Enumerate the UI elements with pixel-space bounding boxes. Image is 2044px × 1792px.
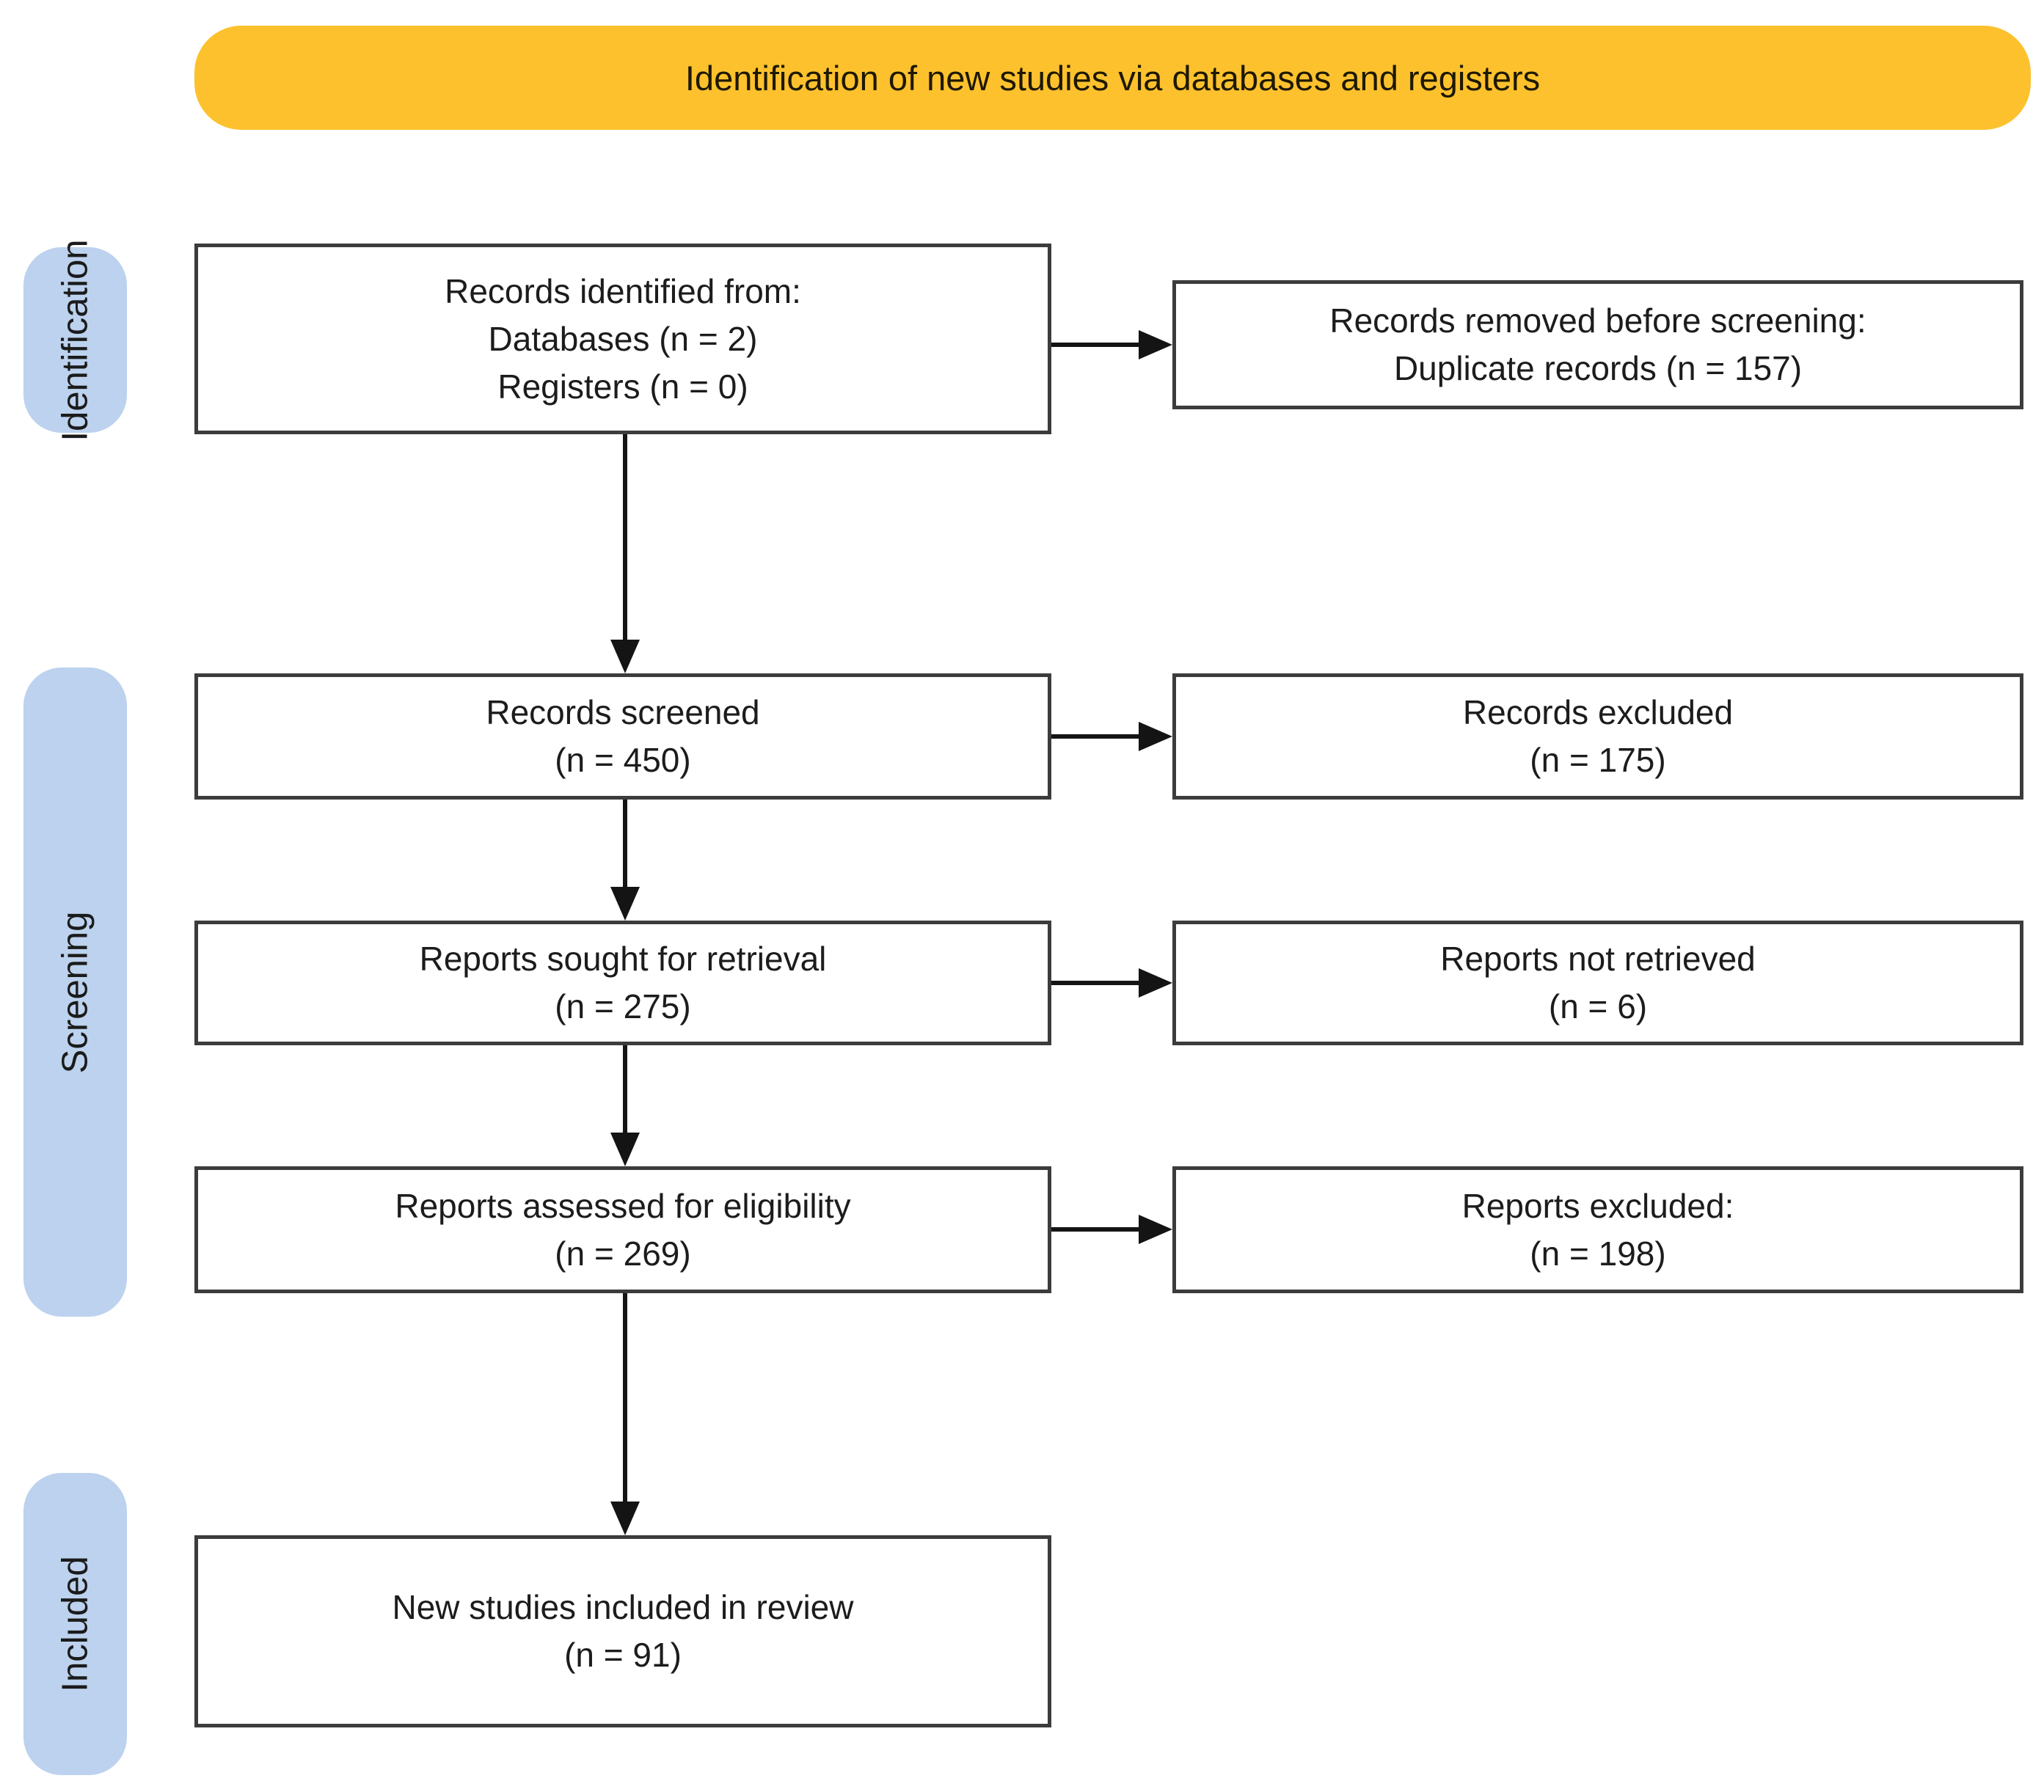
- box-text-line: Reports not retrieved: [1440, 940, 1756, 978]
- arrow-down-identified-to-screened: [609, 434, 641, 673]
- arrow-line: [1051, 343, 1140, 347]
- arrow-line: [1051, 1227, 1140, 1232]
- box-text-line: Registers (n = 0): [497, 367, 748, 406]
- arrow-head-down-icon: [610, 887, 640, 921]
- box-records-excluded: Records excluded (n = 175): [1172, 673, 2023, 800]
- box-text-line: Databases (n = 2): [488, 319, 758, 358]
- stage-pill-screening: Screening: [23, 668, 127, 1317]
- arrow-head-down-icon: [610, 1133, 640, 1166]
- arrow-down-screened-to-sought: [609, 800, 641, 921]
- arrow-line: [1051, 981, 1140, 985]
- arrow-head-right-icon: [1139, 968, 1172, 998]
- arrow-line: [623, 1045, 627, 1134]
- box-text-line: (n = 269): [555, 1234, 691, 1273]
- box-text-line: (n = 175): [1530, 741, 1666, 779]
- stage-pill-included: Included: [23, 1473, 127, 1775]
- box-text-line: Duplicate records (n = 157): [1393, 349, 1803, 387]
- box-text-line: Records excluded: [1462, 693, 1734, 731]
- box-text-line: Records removed before screening:: [1329, 301, 1866, 340]
- arrow-head-right-icon: [1139, 722, 1172, 751]
- arrow-line: [623, 800, 627, 888]
- arrow-line: [623, 434, 627, 641]
- box-reports-not-retrieved: Reports not retrieved (n = 6): [1172, 921, 2023, 1045]
- banner-title: Identification of new studies via databa…: [685, 58, 1541, 98]
- stage-label-identification: Identification: [55, 238, 95, 442]
- arrow-right-assessed-to-reports-excluded: [1051, 1213, 1172, 1246]
- box-text-line: Records screened: [486, 693, 760, 731]
- box-text-line: Reports sought for retrieval: [419, 940, 827, 978]
- box-text-line: (n = 6): [1548, 987, 1648, 1025]
- arrow-right-sought-to-not-retrieved: [1051, 967, 1172, 999]
- box-records-screened: Records screened (n = 450): [194, 673, 1051, 800]
- box-records-identified: Records identified from: Databases (n = …: [194, 244, 1051, 434]
- arrow-head-down-icon: [610, 1502, 640, 1535]
- arrow-down-assessed-to-included: [609, 1293, 641, 1535]
- box-reports-assessed: Reports assessed for eligibility (n = 26…: [194, 1166, 1051, 1293]
- box-text-line: New studies included in review: [392, 1588, 854, 1626]
- box-text-line: Reports excluded:: [1461, 1186, 1734, 1225]
- box-reports-sought: Reports sought for retrieval (n = 275): [194, 921, 1051, 1045]
- arrow-head-right-icon: [1139, 330, 1172, 359]
- arrow-right-screened-to-excluded: [1051, 720, 1172, 753]
- box-text-line: (n = 275): [555, 987, 691, 1025]
- arrow-line: [623, 1293, 627, 1503]
- arrow-head-down-icon: [610, 640, 640, 673]
- box-text-line: (n = 450): [555, 741, 691, 779]
- box-new-studies-included: New studies included in review (n = 91): [194, 1535, 1051, 1727]
- box-text-line: Records identified from:: [445, 271, 801, 310]
- box-text-line: Reports assessed for eligibility: [395, 1186, 851, 1225]
- banner: Identification of new studies via databa…: [194, 26, 2031, 130]
- stage-pill-identification: Identification: [23, 239, 127, 441]
- box-text-line: (n = 198): [1530, 1234, 1666, 1273]
- box-text-line: (n = 91): [564, 1636, 682, 1674]
- arrow-right-identified-to-removed: [1051, 329, 1172, 361]
- arrow-line: [1051, 734, 1140, 739]
- arrow-down-sought-to-assessed: [609, 1045, 641, 1166]
- stage-label-screening: Screening: [55, 911, 95, 1073]
- stage-label-included: Included: [55, 1556, 95, 1692]
- box-reports-excluded: Reports excluded: (n = 198): [1172, 1166, 2023, 1293]
- box-records-removed: Records removed before screening: Duplic…: [1172, 280, 2023, 409]
- arrow-head-right-icon: [1139, 1215, 1172, 1244]
